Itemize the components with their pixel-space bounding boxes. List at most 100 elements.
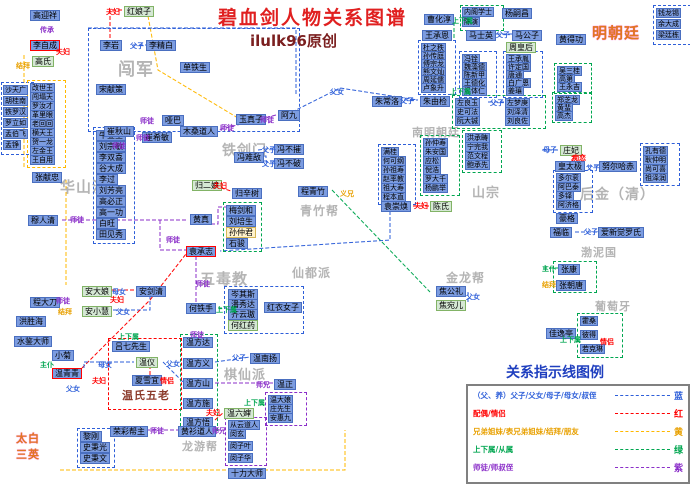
person-node: 闵子华 (228, 453, 253, 463)
relationship-label: 师徒 (56, 297, 70, 305)
legend-row: 上下属/从属绿 (468, 440, 688, 458)
person-node: 张康 (558, 264, 580, 275)
relationship-label: 师兄 (256, 381, 270, 389)
person-node: 洪胜海 (16, 316, 46, 327)
legend-row-label: 上下属/从属 (473, 444, 514, 454)
person-node: 孙仲君 (226, 227, 256, 238)
legend-color-name: 黄 (673, 427, 683, 438)
person-node: 温仪 (136, 357, 158, 368)
person-node: 归二娘 (192, 180, 222, 191)
person-node: 梅剑和 (226, 205, 256, 216)
person-node: 朱常洛 (372, 96, 402, 107)
legend-title: 关系指示线图例 (506, 365, 604, 381)
person-node: 孟铮 (3, 140, 21, 150)
person-node: 温南扬 (250, 353, 280, 364)
relationship-label: 夫妇 (213, 182, 227, 190)
relationship-label: 师徒 (150, 427, 164, 435)
person-node: 温方义 (183, 358, 213, 369)
legend-row-label: 师徒/师叔侄 (473, 462, 514, 472)
person-node: 史秉文 (80, 453, 110, 464)
person-node: 张献忠 (32, 172, 62, 183)
legend-box: （父、养）父子/父女/母子/母女/叔侄蓝配偶/情侣红兄弟姐妹/表兄弟姐妹/结拜/… (466, 384, 690, 484)
person-node: 程大刀 (30, 297, 60, 308)
relationship-label: 夫妇 (106, 8, 120, 16)
legend-row: （父、养）父子/父女/母子/母女/叔侄蓝 (468, 386, 688, 404)
person-node: 阮大铖 (455, 116, 480, 126)
relationship-label: 父女 (166, 360, 180, 368)
person-node: 齐云璈 (228, 309, 258, 320)
relationship-label: 上下属 (118, 333, 139, 341)
person-node: 安小慧 (82, 306, 112, 317)
person-node: 冯不破 (274, 158, 304, 169)
relationship-label: 师徒 (260, 116, 274, 124)
faction-label: 仙都派 (292, 266, 332, 280)
faction-group-border (653, 5, 690, 45)
page-title: 碧血剑人物关系图谱 (218, 7, 408, 29)
person-node: 荣彩帮主 (110, 426, 148, 437)
legend-color-name: 红 (673, 409, 683, 420)
person-node: 若克琳 (580, 344, 605, 354)
person-node: 红娘子 (124, 6, 154, 17)
relationship-label: 痴恋 (572, 154, 586, 162)
relationship-label: 上下属 (450, 88, 471, 96)
person-node: 温体仁 (462, 86, 487, 96)
relationship-label: 传承 (40, 26, 54, 34)
relationship-label: 师徒 (70, 216, 84, 224)
relationship-label: 父子 (586, 164, 600, 172)
person-node: 福临 (550, 227, 572, 238)
legend-row: 配偶/情侣红 (468, 404, 688, 422)
person-node: 温青青 (52, 368, 82, 379)
person-node: 姜瓖 (506, 86, 524, 96)
faction-group-border (577, 313, 623, 358)
faction-label: 温氏五老 (122, 389, 170, 402)
person-node: 焦公礼 (436, 286, 466, 297)
person-node: 高必正 (96, 196, 126, 207)
relationship-label: 师徒 (166, 236, 180, 244)
faction-label: 明朝廷 (592, 24, 641, 42)
person-node: 霍桑 (580, 316, 598, 326)
person-node: 安剑清 (136, 286, 166, 297)
person-node: 袁崇焕 (381, 201, 411, 212)
person-node: 石骏 (226, 238, 248, 249)
person-node: 皇太极 (555, 161, 585, 172)
relationship-label: 上下属 (216, 306, 237, 314)
relationship-label: 夫妇 (414, 202, 428, 210)
person-node: 梁廷栋 (656, 30, 681, 40)
person-node: 崔秋山 (104, 126, 134, 137)
relationship-label: 父子 (496, 31, 510, 39)
faction-label: 棋仙派 (224, 368, 267, 383)
person-node: 水鉴大师 (14, 336, 52, 347)
relationship-label: 母女 (112, 288, 126, 296)
faction-label: 山宗 (472, 186, 501, 201)
person-node: 马士英 (466, 30, 496, 41)
relationship-label: 父子 (232, 354, 246, 362)
person-node: 高杰 (555, 111, 573, 121)
person-node: 何红药 (228, 320, 258, 331)
legend-color-name: 蓝 (673, 391, 683, 402)
relationship-label: 父子 (400, 97, 414, 105)
relationship-label: 师徒 (196, 280, 210, 288)
author-credit: ilulk96原创 (250, 32, 337, 50)
legend-line-sample (614, 394, 670, 396)
relationship-label: 父女 (466, 293, 480, 301)
person-node: 余大成 (656, 19, 681, 29)
person-node: 李精白 (146, 40, 176, 51)
relationship-label: 夫妇 (206, 409, 220, 417)
relationship-label: 夫妇 (56, 48, 70, 56)
person-node: 黄得功 (556, 34, 586, 45)
faction-label: 龙游帮 (182, 440, 218, 453)
person-node: 单铁生 (180, 62, 210, 73)
relationship-label: 师徒 (190, 331, 204, 339)
legend-row-label: 兄弟姐妹/表兄弟姐妹/结拜/朋友 (473, 426, 579, 436)
person-node: 温六婶 (224, 408, 254, 419)
person-node: 罗立如 (3, 118, 28, 128)
person-node: 杨嗣昌 (502, 8, 532, 19)
person-node: 努尔哈赤 (599, 161, 637, 172)
person-node: 何铁手 (186, 303, 216, 314)
person-node: 安惠九 (268, 413, 293, 423)
person-node: 高一功 (96, 207, 126, 218)
faction-group-border (552, 92, 592, 123)
person-node: 祖泽润 (643, 173, 668, 183)
person-node: 刘良佐 (505, 116, 530, 126)
relationship-label: 结拜 (16, 62, 30, 70)
